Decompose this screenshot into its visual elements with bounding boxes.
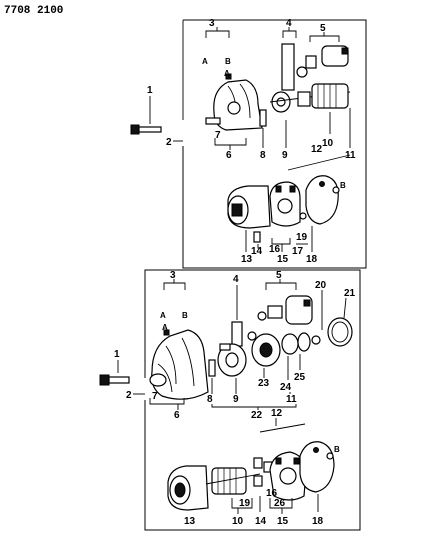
bottom-label-13: 13: [184, 516, 196, 527]
top-label-15: 15: [277, 254, 289, 265]
top-frame: [182, 19, 367, 269]
bottom-planetary-gear: [247, 331, 281, 367]
bottom-label-11: 11: [286, 394, 297, 405]
top-label-9: 9: [282, 150, 288, 161]
bottom-label-4: 4: [233, 274, 239, 285]
top-armature: [269, 83, 351, 109]
top-label-2: 2: [166, 137, 172, 148]
bottom-label-24: 24: [280, 382, 292, 393]
top-label-14: 14: [251, 246, 263, 257]
bottom-label-20: 20: [315, 280, 327, 291]
top-front-housing: [205, 73, 263, 131]
bottom-end-cover: [299, 441, 335, 493]
bottom-bolt: [99, 360, 130, 386]
top-end-cover: [305, 175, 340, 225]
bottom-label-25: 25: [294, 372, 306, 383]
bottom-label-3: 3: [170, 270, 176, 281]
top-label-13: 13: [241, 254, 253, 265]
bottom-solenoid: [257, 295, 313, 325]
bottom-label-10: 10: [232, 516, 244, 527]
bottom-frame: [144, 269, 361, 531]
bottom-label-5: 5: [276, 270, 282, 281]
bottom-label-8: 8: [207, 394, 213, 405]
bottom-label-7: 7: [152, 391, 158, 402]
bottom-label-B: B: [182, 311, 188, 320]
bottom-label-A: A: [160, 311, 166, 320]
bottom-yoke: [167, 465, 209, 511]
bottom-label-26: 26: [274, 498, 286, 509]
top-yoke: [227, 185, 271, 229]
top-label-17: 17: [292, 246, 304, 257]
bottom-label-18: 18: [312, 516, 324, 527]
top-label-5: 5: [320, 23, 326, 34]
top-brush-plate: [269, 181, 301, 227]
bottom-label-23: 23: [258, 378, 270, 389]
bottom-label-9: 9: [233, 394, 239, 405]
bottom-label-6: 6: [174, 410, 180, 421]
bottom-front-housing: [149, 329, 209, 400]
top-label-6: 6: [226, 150, 232, 161]
bottom-label-21: 21: [344, 288, 356, 299]
top-label-12: 12: [311, 144, 323, 155]
top-label-8: 8: [260, 150, 266, 161]
bottom-label-19: 19: [239, 498, 251, 509]
top-label-A: A: [202, 57, 208, 66]
bottom-label-2: 2: [126, 390, 132, 401]
top-label-19: 19: [296, 232, 308, 243]
top-bolt: [130, 96, 162, 135]
bottom-shaft-parts: [281, 332, 321, 355]
top-label-1: 1: [147, 85, 153, 96]
top-label-B2: B: [340, 181, 346, 190]
bottom-label-12: 12: [271, 408, 283, 419]
bottom-label-16: 16: [266, 488, 278, 499]
bottom-label-1: 1: [114, 349, 120, 360]
top-label-16: 16: [269, 244, 281, 255]
top-label-18: 18: [306, 254, 318, 265]
top-label-3: 3: [209, 18, 215, 29]
bottom-label-15: 15: [277, 516, 289, 527]
top-label-A2: A: [224, 69, 230, 78]
top-label-10: 10: [322, 138, 334, 149]
bottom-overrunning-clutch: [217, 343, 247, 377]
top-solenoid: [296, 45, 349, 78]
top-label-11: 11: [345, 150, 356, 161]
bottom-assembly-group: 1 2 3 A B A 7 6 8 4: [99, 269, 361, 531]
bottom-brush-holder: [253, 457, 273, 487]
top-assembly-group: 1 2 3 A B A 7 6 8 4: [130, 18, 367, 269]
top-label-4: 4: [286, 18, 292, 29]
bottom-armature: [205, 467, 261, 495]
bottom-label-A2: A: [162, 323, 168, 332]
bottom-label-B2: B: [334, 445, 340, 454]
bottom-label-14: 14: [255, 516, 267, 527]
top-label-B: B: [225, 57, 231, 66]
diagram-code: 7708 2100: [4, 5, 63, 17]
top-drive-lever: [271, 43, 295, 113]
top-label-7: 7: [215, 130, 221, 141]
bottom-label-22: 22: [251, 410, 263, 421]
